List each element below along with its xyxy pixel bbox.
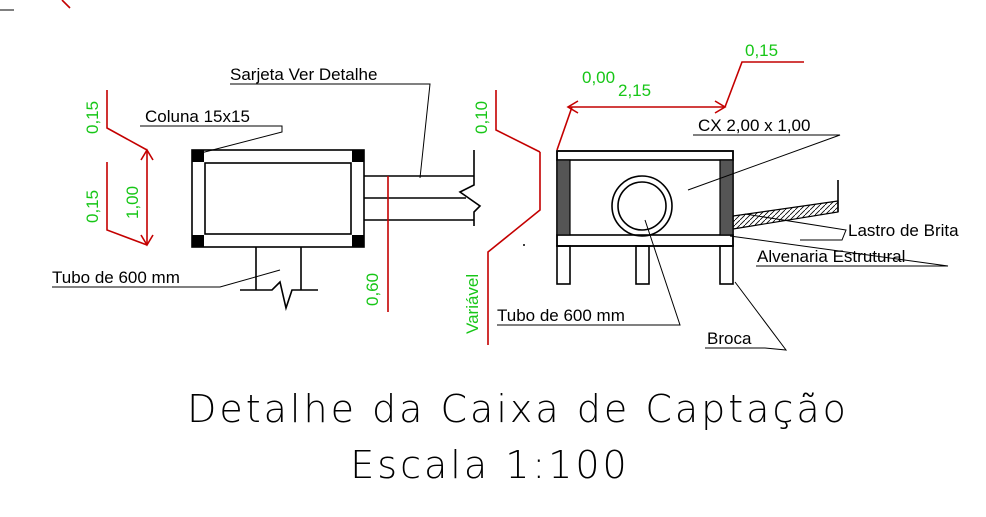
dim-010: 0,10 bbox=[472, 101, 491, 134]
column-square bbox=[352, 235, 364, 247]
dim-000: 0,00 bbox=[582, 68, 615, 87]
section-dimension-lines bbox=[556, 61, 804, 151]
broca-leader bbox=[705, 281, 788, 351]
lastro-slope bbox=[732, 180, 839, 230]
sarjeta-leader bbox=[230, 83, 431, 179]
column-square bbox=[352, 150, 364, 162]
lastro-label: Lastro de Brita bbox=[848, 221, 959, 240]
corner-fragment bbox=[0, 0, 71, 11]
dim-variavel: Variável bbox=[463, 274, 482, 334]
column-square bbox=[192, 150, 204, 162]
lastro-leader bbox=[744, 213, 847, 241]
alvenaria-label: Alvenaria Estrutural bbox=[757, 247, 905, 266]
dim-060: 0,60 bbox=[363, 273, 382, 306]
drawing-title: Detalhe da Caixa de Captação bbox=[187, 387, 849, 431]
left-dimension-lines bbox=[106, 90, 541, 345]
tubo-right-label: Tubo de 600 mm bbox=[497, 306, 625, 325]
plan-view bbox=[52, 83, 541, 345]
dim-215: 2,15 bbox=[618, 81, 651, 100]
sarjeta-channel bbox=[364, 150, 482, 226]
dim-015-top: 0,15 bbox=[83, 101, 102, 134]
cx-leader bbox=[687, 134, 841, 191]
broca-label: Broca bbox=[707, 329, 752, 348]
sarjeta-label: Sarjeta Ver Detalhe bbox=[230, 65, 377, 84]
tubo-right-leader bbox=[497, 219, 681, 326]
coluna-leader bbox=[140, 125, 283, 155]
alvenaria-leader bbox=[729, 235, 949, 267]
dim-015-right: 0,15 bbox=[745, 41, 778, 60]
coluna-label: Coluna 15x15 bbox=[145, 107, 250, 126]
tubo-left-label: Tubo de 600 mm bbox=[52, 268, 180, 287]
pipe-plan bbox=[240, 247, 318, 311]
drawing-scale: Escala 1:100 bbox=[350, 443, 629, 487]
dim-100: 1,00 bbox=[123, 186, 142, 219]
brocas bbox=[556, 245, 734, 285]
pipe-section-inner bbox=[617, 181, 667, 231]
cx-label: CX 2,00 x 1,00 bbox=[698, 116, 810, 135]
column-square bbox=[192, 235, 204, 247]
section-view bbox=[497, 61, 949, 351]
pipe-section-outer bbox=[611, 175, 673, 237]
tubo-left-leader bbox=[52, 269, 281, 288]
dim-015-mid: 0,15 bbox=[83, 190, 102, 223]
